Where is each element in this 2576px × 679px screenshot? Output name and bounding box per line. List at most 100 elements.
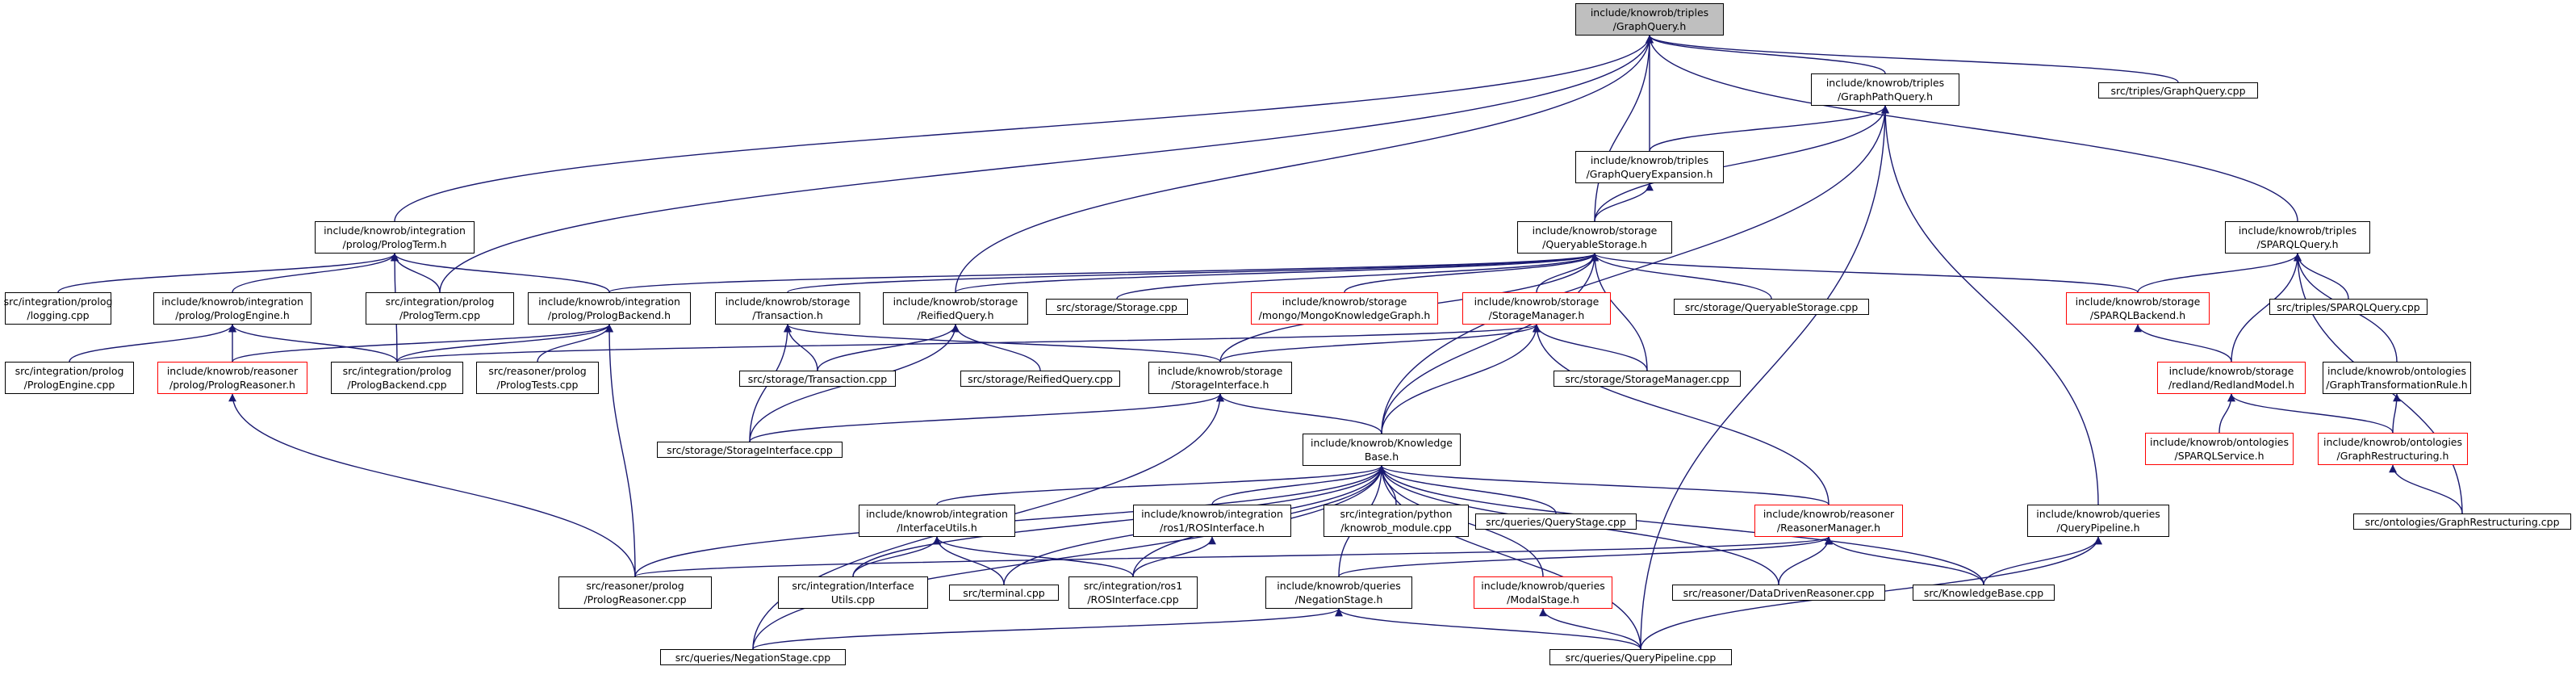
node-sparql-service-h[interactable]: include/knowrob/ontologies/SPARQLService… (2145, 433, 2294, 465)
node-sparql-query-h[interactable]: include/knowrob/triples/SPARQLQuery.h (2225, 221, 2370, 254)
edge-n21-to-n10 (396, 324, 613, 363)
node-modal-stage-h[interactable]: include/knowrob/queries/ModalStage.h (1474, 576, 1612, 609)
node-reified-query-cpp[interactable]: src/storage/ReifiedQuery.cpp (960, 371, 1120, 387)
node-label: /prolog/PrologBackend.h (547, 309, 671, 321)
node-label: include/knowrob/integration (324, 224, 466, 237)
edge-n14-to-n4 (1344, 253, 1599, 293)
node-label: /PrologTerm.cpp (399, 309, 481, 321)
node-knowrob-module-cpp[interactable]: src/integration/python/knowrob_module.cp… (1324, 505, 1469, 537)
node-label: include/knowrob/integration (538, 295, 680, 308)
node-label: /ReifiedQuery.h (917, 309, 994, 321)
node-sparql-query-cpp[interactable]: src/triples/SPARQLQuery.cpp (2269, 299, 2428, 315)
node-interface-utils-h[interactable]: include/knowrob/integration/InterfaceUti… (859, 505, 1015, 537)
node-label: src/reasoner/prolog (586, 580, 684, 592)
node-redland-model-h[interactable]: include/knowrob/storage/redland/RedlandM… (2157, 362, 2306, 394)
node-transaction-h[interactable]: include/knowrob/storage/Transaction.h (715, 292, 860, 325)
edge-n37-to-n15 (1533, 324, 1830, 505)
node-label: /PrologTests.cpp (496, 379, 579, 391)
node-queryable-storage-cpp[interactable]: src/storage/QueryableStorage.cpp (1674, 299, 1869, 315)
edge-n31-to-n27 (2218, 393, 2235, 434)
edge-n13-to-n4 (1116, 253, 1599, 300)
edge-n47-to-n38 (1983, 536, 2102, 585)
node-graph-restructuring-h[interactable]: include/knowrob/ontologies/GraphRestruct… (2318, 433, 2468, 465)
node-label: include/knowrob/storage (1282, 295, 1407, 308)
node-transaction-cpp[interactable]: src/storage/Transaction.cpp (739, 371, 896, 387)
node-sparql-backend-h[interactable]: include/knowrob/storage/SPARQLBackend.h (2066, 292, 2210, 325)
node-label: /QueryPipeline.h (2056, 522, 2140, 534)
node-label: /QueryableStorage.h (1542, 238, 1647, 250)
node-storage-cpp[interactable]: src/storage/Storage.cpp (1046, 299, 1188, 315)
node-graph-path-query-h[interactable]: include/knowrob/triples/GraphPathQuery.h (1811, 73, 1959, 106)
node-label: include/knowrob/storage (2075, 295, 2201, 308)
edge-n7-to-n5 (57, 253, 399, 293)
node-ros-interface-h[interactable]: include/knowrob/integration/ros1/ROSInte… (1133, 505, 1291, 537)
node-query-stage-cpp[interactable]: src/queries/QueryStage.cpp (1475, 513, 1637, 530)
node-queryable-storage-h[interactable]: include/knowrob/storage/QueryableStorage… (1517, 221, 1672, 254)
edge-n49-to-n44 (1335, 608, 1641, 650)
node-graph-query-cpp[interactable]: src/triples/GraphQuery.cpp (2098, 82, 2258, 98)
node-label: /prolog/PrologTerm.h (342, 238, 447, 250)
node-storage-manager-cpp[interactable]: src/storage/StorageManager.cpp (1554, 371, 1741, 387)
edge-n12-to-n0 (955, 35, 1654, 293)
node-label: src/storage/ReifiedQuery.cpp (968, 372, 1113, 385)
node-label: src/queries/QueryPipeline.cpp (1565, 651, 1717, 664)
node-label: /InterfaceUtils.h (897, 522, 977, 534)
node-graph-transformation-rule-h[interactable]: include/knowrob/ontologies/GraphTransfor… (2323, 362, 2471, 394)
node-label: src/storage/QueryableStorage.cpp (1684, 300, 1859, 313)
node-prolog-term-h[interactable]: include/knowrob/integration/prolog/Prolo… (315, 221, 475, 254)
node-query-pipeline-cpp[interactable]: src/queries/QueryPipeline.cpp (1549, 649, 1732, 665)
edge-n30-to-n25 (1216, 393, 1382, 434)
node-label: /mongo/MongoKnowledgeGraph.h (1258, 309, 1431, 321)
node-prolog-engine-cpp[interactable]: src/integration/prolog/PrologEngine.cpp (5, 362, 134, 394)
node-label: src/storage/StorageManager.cpp (1565, 372, 1729, 385)
node-label: include/knowrob/integration (161, 295, 303, 308)
node-ros-interface-cpp[interactable]: src/integration/ros1/ROSInterface.cpp (1068, 576, 1198, 609)
node-query-pipeline-h[interactable]: include/knowrob/queries/QueryPipeline.h (2027, 505, 2169, 537)
node-reified-query-h[interactable]: include/knowrob/storage/ReifiedQuery.h (883, 292, 1028, 325)
node-label: src/storage/Transaction.cpp (747, 372, 888, 385)
node-reasoner-manager-h[interactable]: include/knowrob/reasoner/ReasonerManager… (1754, 505, 1903, 537)
edge-n1-to-n0 (1646, 35, 1886, 74)
node-label: src/terminal.cpp (963, 586, 1045, 599)
edge-n24-to-n12 (951, 324, 1041, 371)
node-negation-stage-h[interactable]: include/knowrob/queries/NegationStage.h (1265, 576, 1412, 609)
node-prolog-term-cpp[interactable]: src/integration/prolog/PrologTerm.cpp (366, 292, 514, 325)
node-label: src/ontologies/GraphRestructuring.cpp (2365, 515, 2560, 528)
edge-n23-to-n12 (817, 324, 960, 371)
node-graph-query-expansion-h[interactable]: include/knowrob/triples/GraphQueryExpans… (1575, 151, 1724, 183)
node-negation-stage-cpp[interactable]: src/queries/NegationStage.cpp (660, 649, 846, 665)
node-terminal-cpp[interactable]: src/terminal.cpp (949, 585, 1059, 601)
edge-n32-to-n27 (2227, 393, 2394, 434)
node-prolog-tests-cpp[interactable]: src/reasoner/prolog/PrologTests.cpp (476, 362, 599, 394)
edge-n48-to-n30 (752, 465, 1386, 650)
edge-n27-to-n6 (2231, 253, 2302, 363)
node-label: src/triples/SPARQLQuery.cpp (2277, 300, 2420, 313)
node-prolog-reasoner-cpp[interactable]: src/reasoner/prolog/PrologReasoner.cpp (558, 576, 712, 609)
node-prolog-backend-cpp[interactable]: src/integration/prolog/PrologBackend.cpp (331, 362, 463, 394)
node-label: /ros1/ROSInterface.h (1160, 522, 1265, 534)
node-label: include/knowrob/reasoner (166, 365, 299, 377)
edge-n34-to-n30 (1211, 465, 1386, 505)
node-label: /ModalStage.h (1507, 593, 1579, 606)
node-label: src/storage/Storage.cpp (1056, 300, 1177, 313)
node-storage-interface-h[interactable]: include/knowrob/storage/StorageInterface… (1148, 362, 1292, 394)
node-prolog-engine-h[interactable]: include/knowrob/integration/prolog/Prolo… (153, 292, 312, 325)
node-knowledge-base-cpp[interactable]: src/KnowledgeBase.cpp (1913, 585, 2055, 601)
node-mongo-knowledge-graph-h[interactable]: include/knowrob/storage/mongo/MongoKnowl… (1251, 292, 1438, 325)
node-label: include/knowrob/triples (1590, 154, 1709, 166)
node-prolog-reasoner-h[interactable]: include/knowrob/reasoner/prolog/PrologRe… (157, 362, 307, 394)
node-label: /GraphQueryExpansion.h (1586, 168, 1713, 180)
node-graph-restructuring-cpp[interactable]: src/ontologies/GraphRestructuring.cpp (2353, 513, 2571, 530)
node-logging-cpp[interactable]: src/integration/prolog/logging.cpp (4, 292, 112, 325)
node-storage-interface-cpp[interactable]: src/storage/StorageInterface.cpp (657, 442, 843, 458)
edge-n20-to-n10 (232, 324, 613, 363)
edge-n29-to-n25 (749, 393, 1224, 442)
edge-n26-to-n4 (1591, 253, 1648, 371)
node-storage-manager-h[interactable]: include/knowrob/storage/StorageManager.h (1462, 292, 1611, 325)
node-label: src/queries/NegationStage.cpp (675, 651, 831, 664)
node-label: include/knowrob/queries (1277, 580, 1401, 592)
node-prolog-backend-h[interactable]: include/knowrob/integration/prolog/Prolo… (528, 292, 691, 325)
node-data-driven-reasoner-cpp[interactable]: src/reasoner/DataDrivenReasoner.cpp (1672, 585, 1885, 601)
